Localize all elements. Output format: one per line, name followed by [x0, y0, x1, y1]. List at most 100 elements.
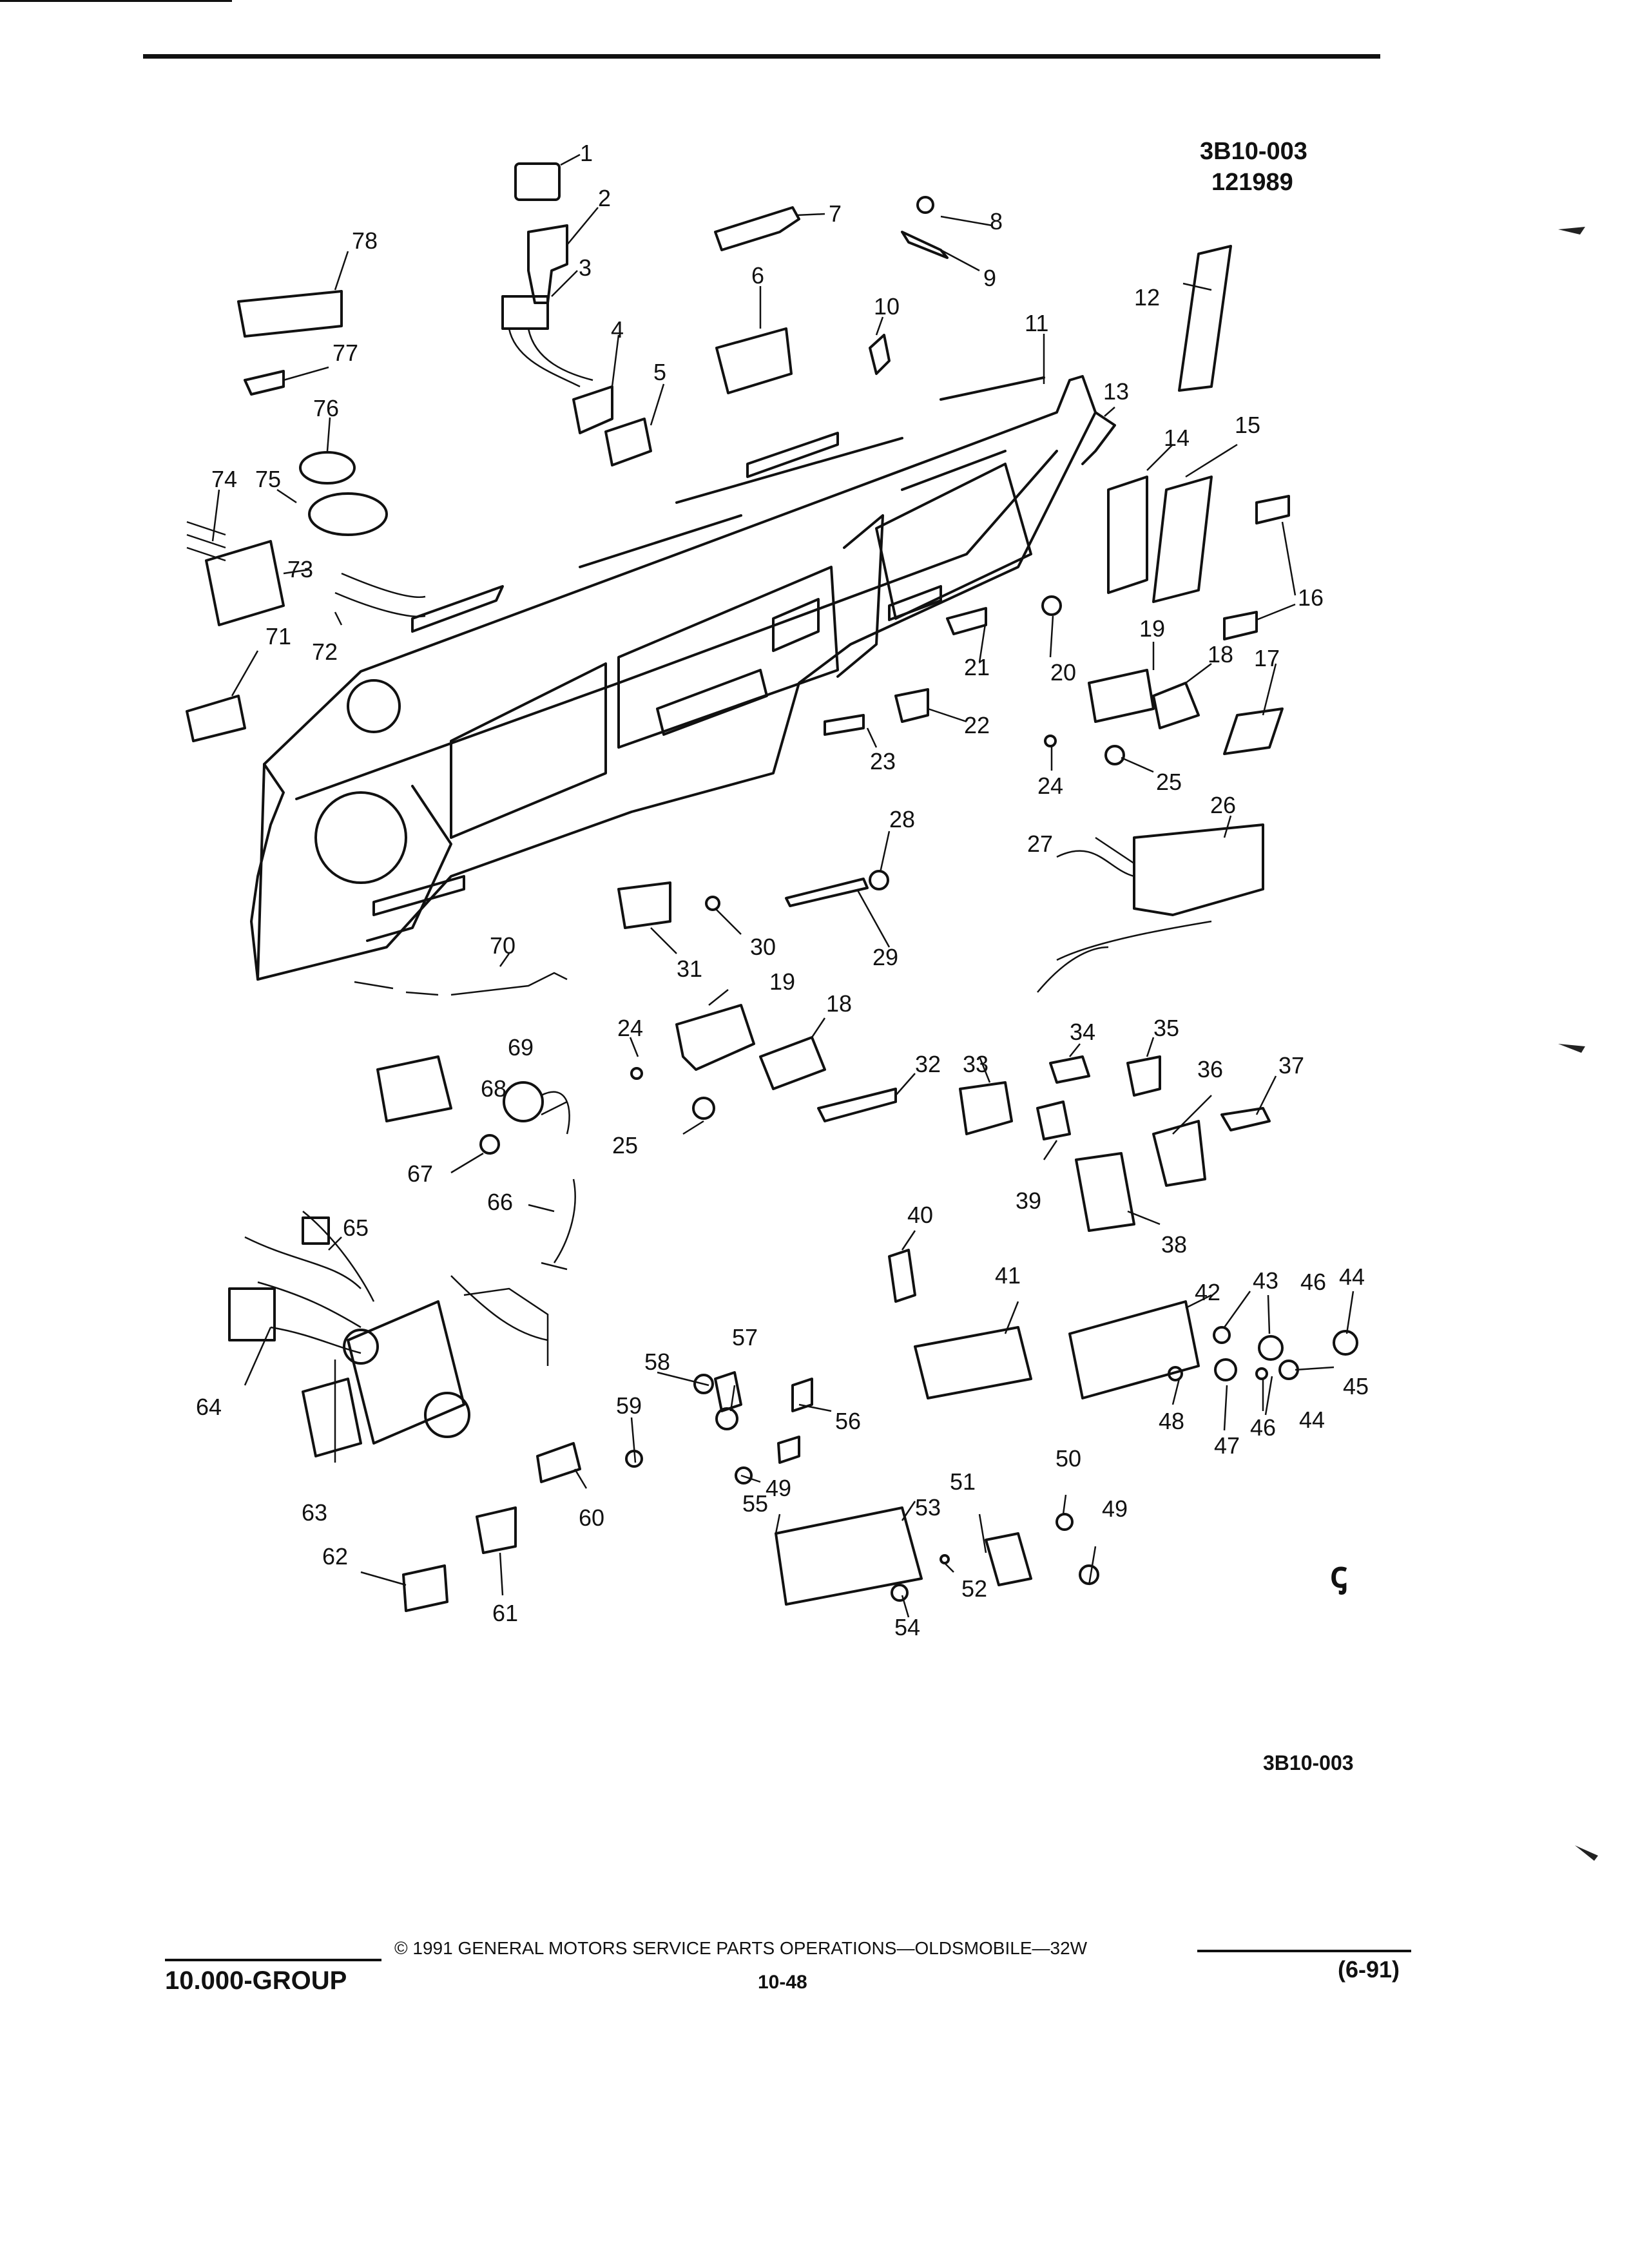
figure-code-footer: 3B10-003 [1263, 1751, 1354, 1774]
callout: 10 [874, 293, 900, 320]
callout: 1 [580, 140, 593, 166]
callout: 27 [1027, 831, 1053, 857]
callout: 11 [1025, 310, 1048, 336]
callout: 77 [333, 340, 358, 366]
callout: 25 [1156, 769, 1182, 795]
copyright-line: © 1991 GENERAL MOTORS SERVICE PARTS OPER… [394, 1938, 1088, 1958]
callout: 17 [1254, 645, 1280, 671]
margin-tick-1 [1558, 227, 1585, 235]
margin-tick-2 [1558, 1044, 1585, 1053]
callout: 69 [508, 1034, 534, 1061]
callout: 68 [481, 1075, 506, 1102]
callout: 8 [990, 208, 1003, 235]
callout: 37 [1278, 1052, 1304, 1079]
callout: 45 [1343, 1373, 1369, 1399]
footer-rule-right [1197, 1950, 1411, 1952]
callout: 24 [1037, 773, 1063, 799]
callout: 33 [963, 1051, 988, 1077]
callout: 49 [766, 1475, 791, 1501]
figure-code: 3B10-003 [1200, 138, 1307, 165]
callout: 52 [961, 1575, 987, 1602]
callout-labels: 1 2 3 4 5 6 7 8 9 10 11 12 13 14 15 16 1… [196, 140, 1369, 1640]
callout: 42 [1195, 1279, 1220, 1305]
callout: 66 [487, 1189, 513, 1215]
callout: 57 [732, 1324, 758, 1350]
callout: 23 [870, 748, 896, 774]
part-sketches [186, 162, 1358, 1612]
callout: 65 [343, 1215, 369, 1241]
callout: 16 [1298, 584, 1324, 611]
callout: 18 [826, 990, 852, 1017]
callout: 41 [995, 1262, 1021, 1289]
callout: 46 [1250, 1414, 1276, 1441]
callout: 72 [312, 639, 338, 665]
callout: 60 [579, 1504, 604, 1531]
callout: 46 [1300, 1269, 1326, 1295]
callout: 49 [1102, 1495, 1128, 1522]
callout: 34 [1070, 1019, 1095, 1045]
callout: 2 [598, 185, 611, 211]
callout: 61 [492, 1600, 518, 1626]
group-label: 10.000-GROUP [165, 1966, 347, 1995]
callout: 22 [964, 712, 990, 738]
callout: 62 [322, 1543, 348, 1570]
callout: 44 [1299, 1407, 1325, 1433]
leader-lines [211, 153, 1354, 1618]
callout: 7 [829, 200, 842, 227]
callout: 54 [894, 1614, 920, 1640]
callout: 5 [653, 359, 666, 385]
callout: 30 [750, 934, 776, 960]
page-number: 10-48 [758, 1972, 807, 1993]
callout: 48 [1159, 1408, 1184, 1434]
callout: 19 [1139, 615, 1165, 642]
callout: 74 [211, 466, 237, 492]
callout: 58 [644, 1349, 670, 1375]
callout: 55 [742, 1490, 768, 1517]
callout: 18 [1208, 641, 1233, 668]
callout: 59 [616, 1392, 642, 1419]
callout: 32 [915, 1051, 941, 1077]
top-left-rule [0, 0, 232, 2]
callout: 56 [835, 1408, 861, 1434]
callout: 39 [1016, 1187, 1041, 1214]
margin-tick-3 [1575, 1845, 1598, 1861]
footer-rule-left [165, 1959, 381, 1961]
callout: 47 [1214, 1432, 1240, 1459]
callout: 19 [769, 968, 795, 995]
callout: 70 [490, 932, 516, 959]
callout: 76 [313, 395, 339, 421]
callout: 64 [196, 1394, 222, 1420]
callout: 14 [1164, 425, 1190, 451]
callout: 24 [617, 1015, 643, 1041]
callout: 63 [302, 1499, 327, 1526]
callout: 4 [611, 316, 624, 343]
callout: 25 [612, 1132, 638, 1158]
callout: 12 [1134, 284, 1160, 311]
callout: 40 [907, 1202, 933, 1228]
callout: 71 [265, 623, 291, 649]
callout: 75 [255, 466, 281, 492]
callout: 38 [1161, 1231, 1187, 1258]
callout: 73 [287, 556, 313, 582]
callout: 13 [1103, 378, 1129, 405]
callout: 20 [1050, 659, 1076, 686]
callout: 50 [1055, 1445, 1081, 1472]
callout: 31 [677, 956, 702, 982]
callout: 9 [983, 265, 996, 291]
callout: 51 [950, 1468, 976, 1495]
figure-date: 121989 [1211, 169, 1293, 196]
callout: 36 [1197, 1056, 1223, 1082]
revision-label: (6-91) [1338, 1956, 1400, 1983]
callout: 21 [964, 654, 990, 680]
callout: 53 [915, 1494, 941, 1521]
callout: 67 [407, 1160, 433, 1187]
callout: 29 [872, 944, 898, 970]
callout: 26 [1210, 792, 1236, 818]
instrument-panel-assembly [250, 375, 1097, 981]
callout: 43 [1253, 1267, 1278, 1294]
callout: 78 [352, 227, 378, 254]
callout: 6 [751, 262, 764, 289]
callout: 28 [889, 806, 915, 832]
corner-mark: ꞔ [1330, 1554, 1347, 1595]
